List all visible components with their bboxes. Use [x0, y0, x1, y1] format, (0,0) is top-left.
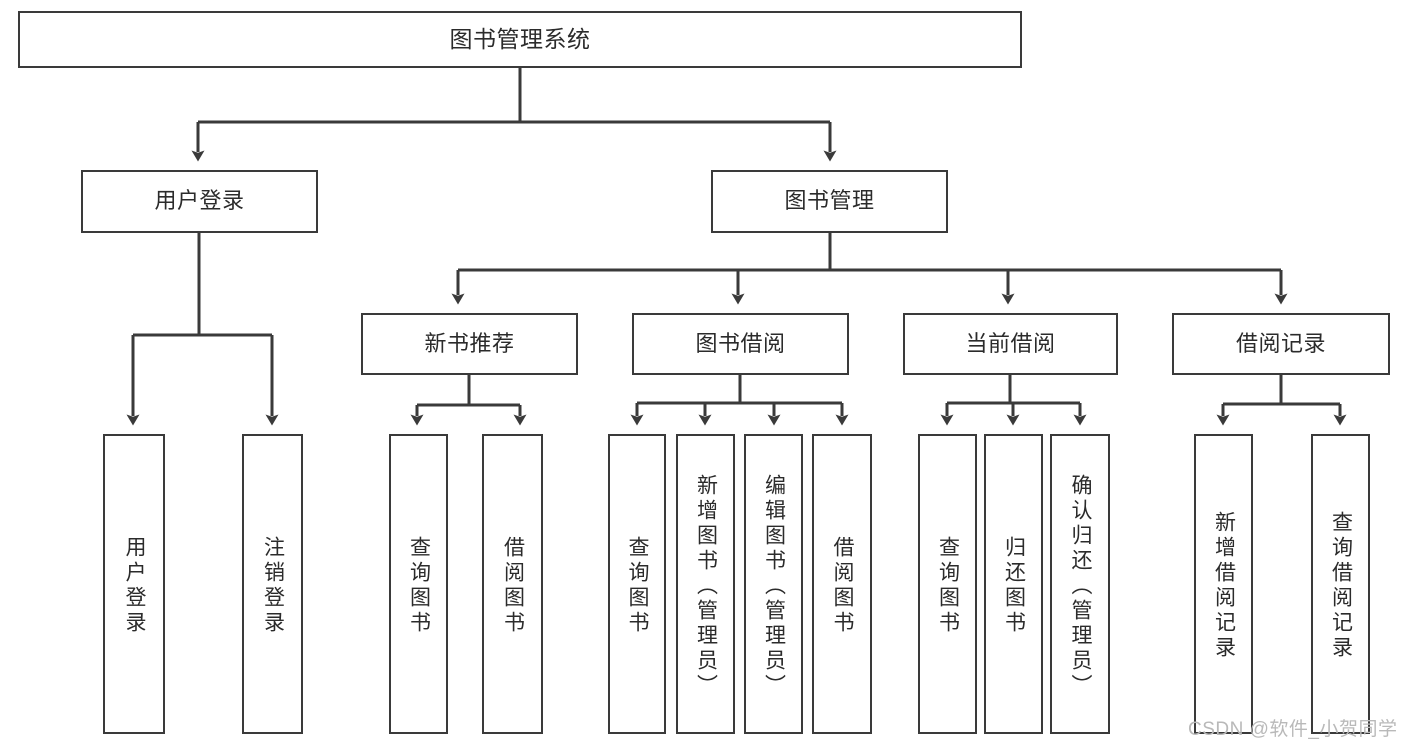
leaf-query-book-borrow[interactable]: 查询图书: [608, 434, 666, 734]
leaf-edit-book-admin[interactable]: 编辑图书（管理员）: [744, 434, 803, 734]
leaf-add-book-admin-label: 新增图书（管理员）: [694, 473, 718, 699]
leaf-user-login[interactable]: 用户登录: [103, 434, 165, 734]
leaf-user-login-label: 用户登录: [123, 536, 147, 636]
leaf-borrow-book-label: 借阅图书: [831, 536, 855, 636]
leaf-logout-label: 注销登录: [261, 536, 285, 636]
leaf-borrow-book-recommend-label: 借阅图书: [501, 536, 525, 636]
node-user-login[interactable]: 用户登录: [81, 170, 318, 233]
node-root-label: 图书管理系统: [449, 25, 591, 52]
watermark-text: CSDN @软件_小贺同学: [1188, 719, 1398, 740]
leaf-borrow-book[interactable]: 借阅图书: [812, 434, 872, 734]
leaf-query-book-current[interactable]: 查询图书: [918, 434, 977, 734]
node-root[interactable]: 图书管理系统: [18, 11, 1022, 68]
node-current-borrow[interactable]: 当前借阅: [903, 313, 1118, 375]
leaf-logout[interactable]: 注销登录: [242, 434, 303, 734]
node-borrow-record[interactable]: 借阅记录: [1172, 313, 1390, 375]
leaf-borrow-book-recommend[interactable]: 借阅图书: [482, 434, 543, 734]
leaf-confirm-return-admin-label: 确认归还（管理员）: [1069, 473, 1093, 699]
leaf-query-book-current-label: 查询图书: [936, 536, 960, 636]
node-user-login-label: 用户登录: [154, 188, 245, 214]
leaf-query-book-recommend-label: 查询图书: [407, 536, 431, 636]
watermark: CSDN @软件_小贺同学: [1188, 714, 1397, 741]
leaf-return-book-label: 归还图书: [1002, 536, 1026, 636]
node-current-borrow-label: 当前借阅: [965, 330, 1056, 356]
node-book-borrow[interactable]: 图书借阅: [632, 313, 849, 375]
leaf-edit-book-admin-label: 编辑图书（管理员）: [762, 473, 786, 699]
node-borrow-record-label: 借阅记录: [1235, 330, 1326, 356]
leaf-query-borrow-record-label: 查询借阅记录: [1329, 511, 1353, 661]
leaf-return-book[interactable]: 归还图书: [984, 434, 1043, 734]
node-new-book-recommend[interactable]: 新书推荐: [361, 313, 578, 375]
leaf-add-book-admin[interactable]: 新增图书（管理员）: [676, 434, 735, 734]
leaf-query-book-recommend[interactable]: 查询图书: [389, 434, 448, 734]
node-new-book-recommend-label: 新书推荐: [424, 330, 515, 356]
node-book-borrow-label: 图书借阅: [695, 330, 786, 356]
leaf-add-borrow-record-label: 新增借阅记录: [1212, 511, 1236, 661]
leaf-confirm-return-admin[interactable]: 确认归还（管理员）: [1050, 434, 1110, 734]
leaf-add-borrow-record[interactable]: 新增借阅记录: [1194, 434, 1253, 734]
leaf-query-book-borrow-label: 查询图书: [626, 536, 650, 636]
node-book-management[interactable]: 图书管理: [711, 170, 948, 233]
node-book-management-label: 图书管理: [784, 188, 875, 214]
leaf-query-borrow-record[interactable]: 查询借阅记录: [1311, 434, 1370, 734]
